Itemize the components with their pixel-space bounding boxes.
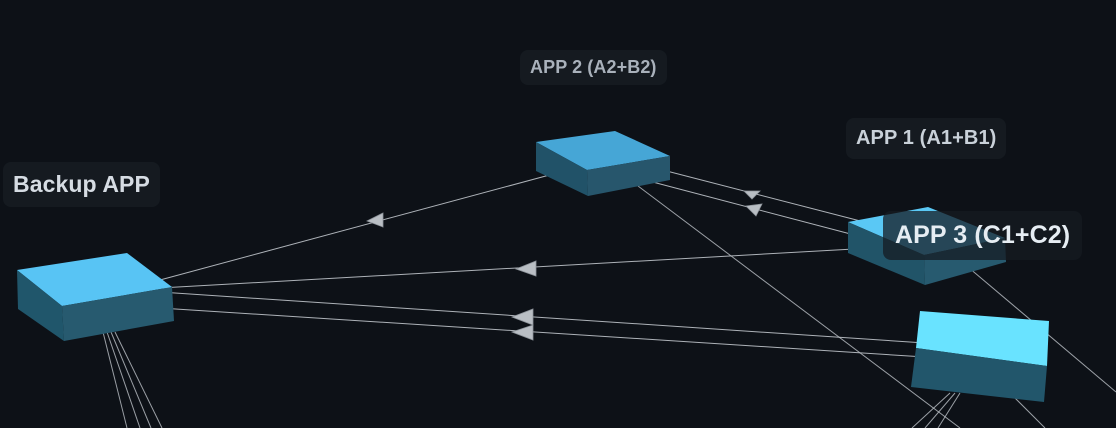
arrow-app1-b — [745, 203, 763, 217]
node-backup[interactable] — [17, 253, 174, 341]
link-app3-down-1 — [911, 392, 951, 428]
link-app3-down-4 — [1009, 392, 1046, 428]
arrow-app3-backup-a — [510, 308, 534, 326]
arrow-to-backup-top — [366, 212, 384, 228]
link-app3-down-3 — [937, 392, 961, 428]
links-layer — [102, 167, 1116, 428]
link-backup-down-2 — [106, 331, 141, 428]
arrow-app3-backup-b — [510, 324, 534, 341]
link-backup-down-1 — [102, 331, 128, 428]
link-app2-down — [637, 185, 961, 428]
link-app3-backup-b — [159, 307, 926, 358]
node-label-app1: APP 1 (A1+B1) — [846, 118, 1007, 159]
arrows-layer — [366, 190, 763, 341]
node-label-backup: Backup APP — [3, 162, 160, 207]
arrow-app1-backup — [514, 260, 537, 277]
link-app3-down-2 — [924, 392, 956, 428]
link-backup-down-3 — [110, 331, 152, 428]
link-app2-backup — [159, 169, 569, 281]
node-app3[interactable] — [911, 311, 1049, 402]
link-backup-down-4 — [114, 331, 163, 428]
link-app3-backup-a — [159, 291, 926, 344]
arrow-app1-a — [743, 190, 761, 200]
node-label-app3: APP 3 (C1+C2) — [883, 211, 1083, 260]
node-app2[interactable] — [536, 131, 670, 196]
link-app1-backup — [159, 247, 873, 289]
node-label-app2: APP 2 (A2+B2) — [520, 50, 667, 85]
link-app2-app1-a — [654, 167, 873, 225]
